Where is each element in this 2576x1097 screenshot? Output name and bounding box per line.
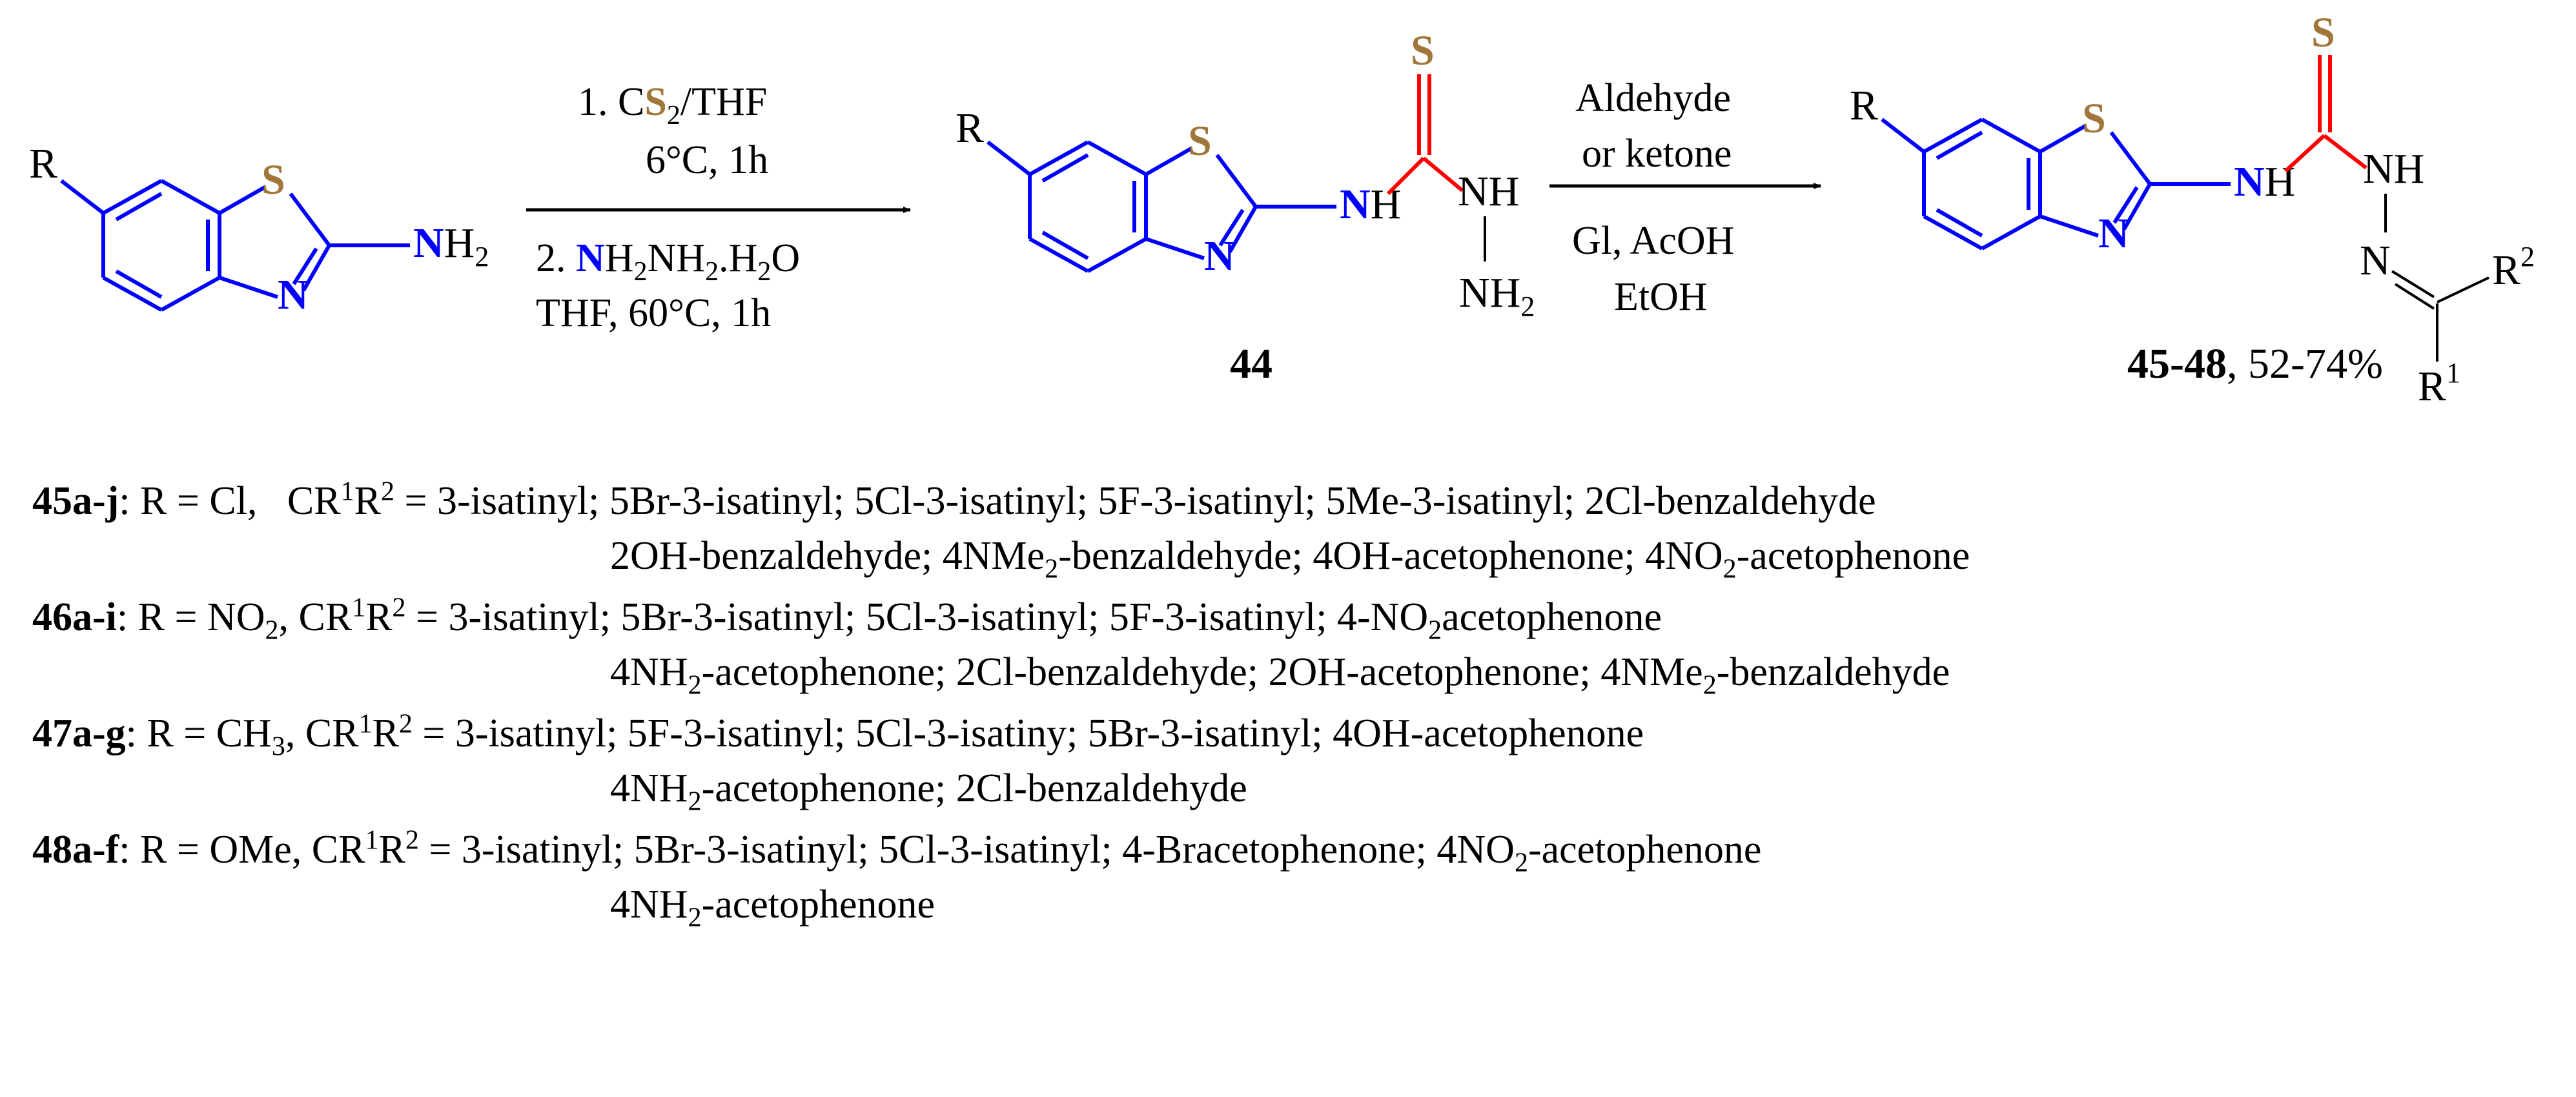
nitrogen-44-ring: N: [1204, 232, 1235, 280]
starting-material: [60, 179, 410, 312]
r-label-start: R: [29, 140, 57, 187]
step1-line1: 1. CS2/THF: [578, 80, 767, 130]
step2-line1: Aldehyde: [1575, 76, 1731, 120]
series-46-line2: 4NH2-acetophenone; 2Cl-benzaldehyde; 2OH…: [610, 650, 1950, 701]
step2-line2: or ketone: [1582, 132, 1732, 176]
thiocarbonyl-44: [1386, 74, 1464, 196]
step2-line4: EtOH: [1614, 275, 1708, 319]
series-48-line1: 48a-f: R = OMe, CR1R2 = 3-isatinyl; 5Br-…: [32, 825, 1762, 878]
sulfur-product-ring: S: [2082, 95, 2106, 142]
amine-start: NH2: [413, 220, 489, 272]
sulfur-44-ring: S: [1188, 118, 1212, 165]
reaction-scheme-svg: R S N NH2 1. CS2/THF 6°C, 1h 2. NH2NH2.H…: [29, 9, 2535, 410]
nh-product: NH: [2234, 158, 2295, 205]
step1-line2: 6°C, 1h: [646, 138, 768, 182]
series-47-line1: 47a-g: R = CH3, CR1R2 = 3-isatinyl; 5F-3…: [32, 709, 1644, 762]
imine-bond-product: [2391, 270, 2489, 362]
nh-44: NH: [1340, 181, 1401, 228]
nitrogen-start: N: [278, 271, 309, 318]
compound-44-label: 44: [1230, 340, 1273, 387]
thiocarbonyl-product: [2284, 55, 2367, 173]
r-label-product: R: [1850, 82, 1878, 129]
step2-line3: Gl, AcOH: [1572, 219, 1734, 263]
nitrogen-product-ring: N: [2098, 210, 2129, 257]
sulfur-start: S: [261, 156, 285, 203]
series-46-line1: 46a-i: R = NO2, CR1R2 = 3-isatinyl; 5Br-…: [32, 593, 1662, 646]
product-label: 45-48, 52-74%: [2127, 340, 2383, 387]
compound-44: [986, 140, 1336, 273]
sulfur-product-thio: S: [2311, 9, 2335, 56]
step1-line4: THF, 60°C, 1h: [536, 291, 771, 335]
product-45-48: [1881, 118, 2231, 251]
series-45-line1: 45a-j: R = Cl, CR1R2 = 3-isatinyl; 5Br-3…: [32, 477, 1876, 523]
r1-label: R1: [2418, 357, 2460, 410]
series-48-line2: 4NH2-acetophenone: [610, 883, 935, 933]
r2-label: R2: [2492, 241, 2535, 294]
sulfur-44-thio: S: [1411, 27, 1435, 74]
series-47-line2: 4NH2-acetophenone; 2Cl-benzaldehyde: [610, 766, 1247, 817]
series-45-line2: 2OH-benzaldehyde; 4NMe2-benzaldehyde; 4O…: [610, 534, 1970, 584]
nh-hydrazone-product: NH: [2363, 145, 2424, 192]
nh2-44: NH2: [1459, 269, 1535, 322]
step1-line3: 2. NH2NH2.H2O: [536, 236, 800, 287]
nh-hydrazine-44: NH: [1458, 168, 1519, 215]
r-label-44: R: [956, 105, 984, 152]
imine-n-product: N: [2360, 237, 2391, 284]
